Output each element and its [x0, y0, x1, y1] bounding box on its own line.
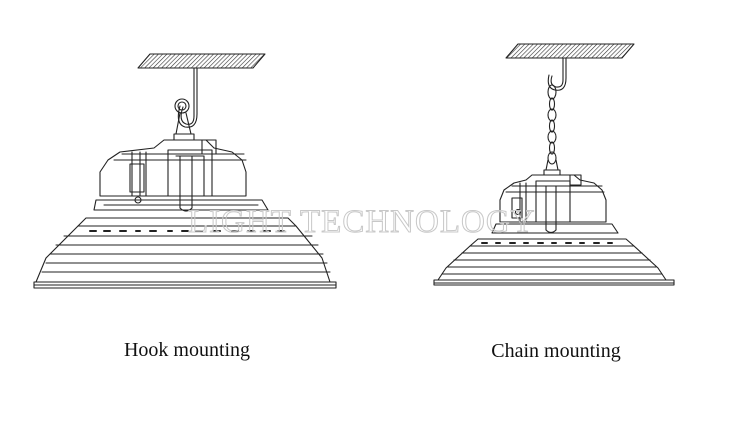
watermark-text: LIGHT TECHNOLOGY [188, 204, 536, 240]
chain-mounting-figure [433, 43, 675, 286]
driver-housing [99, 139, 247, 197]
hook-ring [174, 98, 190, 114]
hook-mounting-caption: Hook mounting [123, 339, 251, 361]
ceiling-plate [505, 43, 635, 59]
hook-mounting-figure [33, 53, 337, 289]
ceiling-plate [137, 53, 266, 69]
chain-mounting-caption: Chain mounting [491, 340, 621, 362]
chain [547, 84, 557, 165]
heat-sink [437, 245, 667, 281]
driver-housing [499, 174, 607, 223]
